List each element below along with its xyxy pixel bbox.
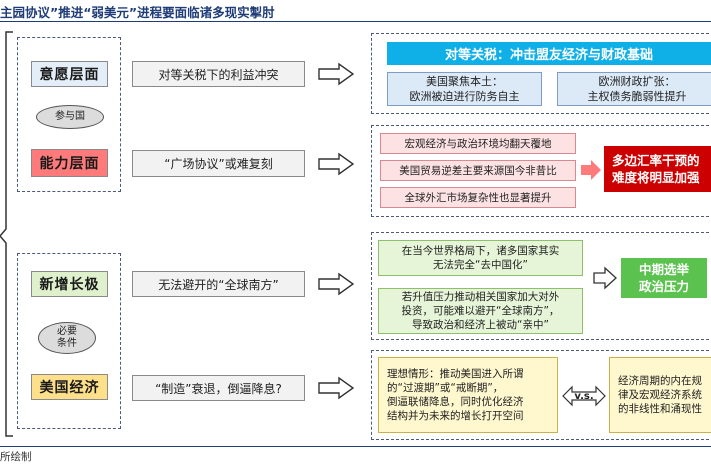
text-line: 无法完全“去中国化” xyxy=(433,259,528,271)
footer-divider xyxy=(0,446,711,447)
capability-point: 美国贸易逆差主要来源国今非昔比 xyxy=(380,160,576,181)
text-line: 欧洲财政扩张： xyxy=(598,75,676,88)
desc-economy: “制造”衰退，倒逼降息? xyxy=(132,375,305,401)
text-line: 难度将明显加强 xyxy=(612,170,700,185)
economy-ideal: 理想情形：推动美国进入所谓 的“过渡期”或“戒断期”， 倒逼联储降息，同时优化经… xyxy=(378,357,558,433)
arrow-right-icon xyxy=(318,376,355,400)
desc-capability: “广场协议”或难复刻 xyxy=(132,150,305,177)
arrow-right-icon xyxy=(318,62,355,86)
oval-required-line: 必要 xyxy=(57,326,77,337)
arrow-right-icon xyxy=(593,266,617,290)
text-line: 主权债务脆弱性提升 xyxy=(587,90,687,103)
growth-point: 若升值压力推动相关国家加大对外 投资，可能难以避开“全球南方”， 导致政治和经济… xyxy=(378,288,583,334)
group-bottom-left xyxy=(17,253,121,429)
text-line: 美国聚焦本土： xyxy=(426,75,503,88)
text-line: 若升值压力推动相关国家加大对外 xyxy=(401,291,560,303)
text-line: 的非线性和涌现性 xyxy=(618,403,702,415)
economy-reality: 经济周期的内在规 律及宏观经济系统 的非线性和涌现性 xyxy=(609,357,711,433)
text-line: 结构并为未来的增长打开空间 xyxy=(387,410,524,422)
arrow-right-icon xyxy=(581,160,601,180)
group-growth xyxy=(371,232,711,340)
text-line: 中期选举 xyxy=(638,262,689,277)
page-title: 主园协议”推进“弱美元”进程要面临诸多现实掣肘 xyxy=(0,5,275,20)
title-divider xyxy=(0,21,711,22)
brace-lines xyxy=(0,31,13,437)
text-line: 政治压力 xyxy=(638,279,689,294)
text-line: 投资，可能难以避开“全球南方”， xyxy=(401,305,560,317)
growth-conclusion: 中期选举 政治压力 xyxy=(621,258,707,298)
group-economy xyxy=(371,350,711,440)
text-line: 导致政治和经济上被动“亲中” xyxy=(412,319,549,331)
label-willingness: 意愿层面 xyxy=(31,61,108,87)
label-growth: 新增长极 xyxy=(31,271,108,297)
text-line: 欧洲被迫进行防务自主 xyxy=(409,90,520,103)
text-line: 理想情形：推动美国进入所谓 xyxy=(387,368,524,380)
group-top-left xyxy=(17,37,121,192)
arrow-right-icon xyxy=(318,272,355,296)
desc-growth: 无法避开的“全球南方” xyxy=(132,271,305,297)
text-line: 的“过渡期”或“戒断期”， xyxy=(387,382,504,394)
group-capability xyxy=(371,125,711,217)
desc-willingness: 对等关税下的利益冲突 xyxy=(132,61,305,87)
double-arrow-icon xyxy=(562,385,606,407)
growth-point: 在当今世界格局下，诸多国家其实 无法完全“去中国化” xyxy=(378,240,583,276)
willingness-point-left: 美国聚焦本土： 欧洲被迫进行防务自主 xyxy=(387,72,542,106)
versus-label: v.s. xyxy=(574,390,594,402)
capability-conclusion: 多边汇率干预的 难度将明显加强 xyxy=(604,146,711,192)
willingness-point-right: 欧洲财政扩张： 主权债务脆弱性提升 xyxy=(557,72,711,106)
text-line: 倒逼联储降息，同时优化经济 xyxy=(387,396,524,408)
oval-required-line: 条件 xyxy=(57,338,77,349)
group-willingness xyxy=(371,33,711,114)
capability-point: 宏观经济与政治环境均翻天覆地 xyxy=(380,133,576,154)
text-line: 多边汇率干预的 xyxy=(612,153,700,168)
text-line: 经济周期的内在规 xyxy=(618,375,702,387)
source-note: 所绘制 xyxy=(0,451,32,463)
willingness-headline: 对等关税：冲击盟友经济与财政基础 xyxy=(387,42,711,65)
text-line: 在当今世界格局下，诸多国家其实 xyxy=(401,245,560,257)
oval-required-condition: 必要 条件 xyxy=(38,322,96,354)
label-capability: 能力层面 xyxy=(31,149,108,177)
arrow-right-icon xyxy=(318,152,355,176)
oval-participants: 参与国 xyxy=(36,105,104,129)
capability-point: 全球外汇市场复杂性也显著提升 xyxy=(380,187,576,208)
label-economy: 美国经济 xyxy=(31,374,108,400)
text-line: 律及宏观经济系统 xyxy=(618,389,702,401)
